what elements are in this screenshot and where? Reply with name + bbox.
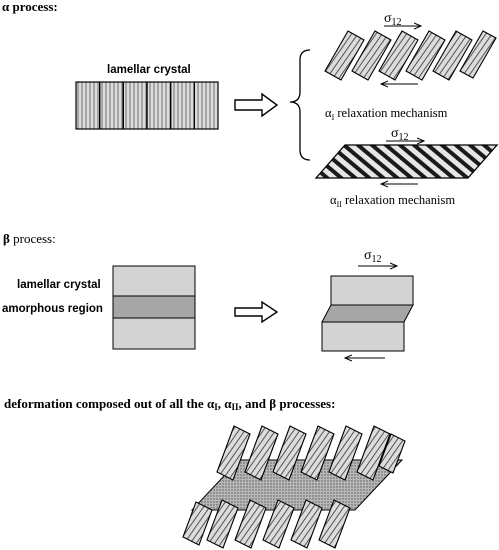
lamellar-crystal-stack	[75, 81, 219, 130]
transform-arrow-beta	[234, 300, 279, 324]
alpha-II-stress-label: σ12	[391, 126, 409, 143]
alpha-II-caption: αII relaxation mechanism	[330, 193, 455, 209]
beta-heading: β process:	[3, 231, 56, 246]
curly-brace	[289, 49, 311, 161]
alpha-I-tilted-lamellae	[324, 30, 497, 81]
beta-stress-label: σ12	[364, 248, 382, 265]
alpha-lamellar-label: lamellar crystal	[107, 64, 191, 76]
beta-amorphous-label: amorphous region	[2, 303, 103, 315]
beta-sheared-stack	[321, 275, 414, 352]
alpha-I-stress-label: σ12	[384, 11, 402, 28]
combined-heading: deformation composed out of all the αI, …	[4, 396, 335, 412]
combined-upper-lamellae	[216, 425, 406, 481]
combined-lower-lamellae	[182, 499, 351, 549]
beta-lamellar-label: lamellar crystal	[17, 279, 101, 291]
transform-arrow-alpha	[234, 92, 279, 118]
alpha-heading: α process:	[2, 0, 58, 14]
alpha-I-caption: αI relaxation mechanism	[325, 106, 448, 122]
beta-layer-stack	[112, 265, 196, 350]
alpha-II-sheared-block	[314, 144, 499, 179]
